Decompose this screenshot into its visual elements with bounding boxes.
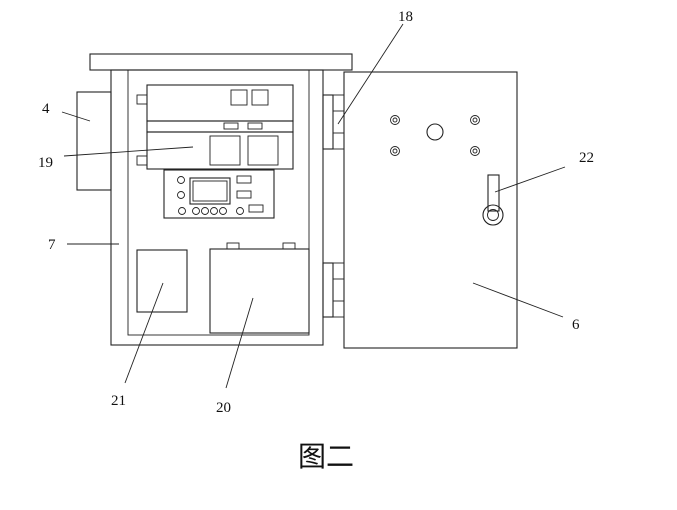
leader-lines <box>61 23 566 389</box>
battery-box <box>209 242 310 334</box>
lower-hinge <box>322 262 345 318</box>
label-6: 6 <box>572 317 580 333</box>
control-panel <box>163 169 275 219</box>
label-20: 20 <box>216 400 231 416</box>
small-box <box>136 249 188 313</box>
cabinet-body <box>110 69 324 346</box>
label-19: 19 <box>38 155 53 171</box>
label-21: 21 <box>111 393 126 409</box>
label-4: 4 <box>42 101 50 117</box>
cabinet-roof <box>89 53 353 71</box>
label-7: 7 <box>48 237 56 253</box>
electrical-module <box>136 84 294 170</box>
cabinet-door <box>343 71 518 349</box>
label-18: 18 <box>398 9 413 25</box>
label-22: 22 <box>579 150 594 166</box>
side-box <box>76 91 112 191</box>
figure-caption: 图二 <box>298 440 354 473</box>
upper-hinge <box>322 94 345 150</box>
door-handle <box>482 174 504 226</box>
